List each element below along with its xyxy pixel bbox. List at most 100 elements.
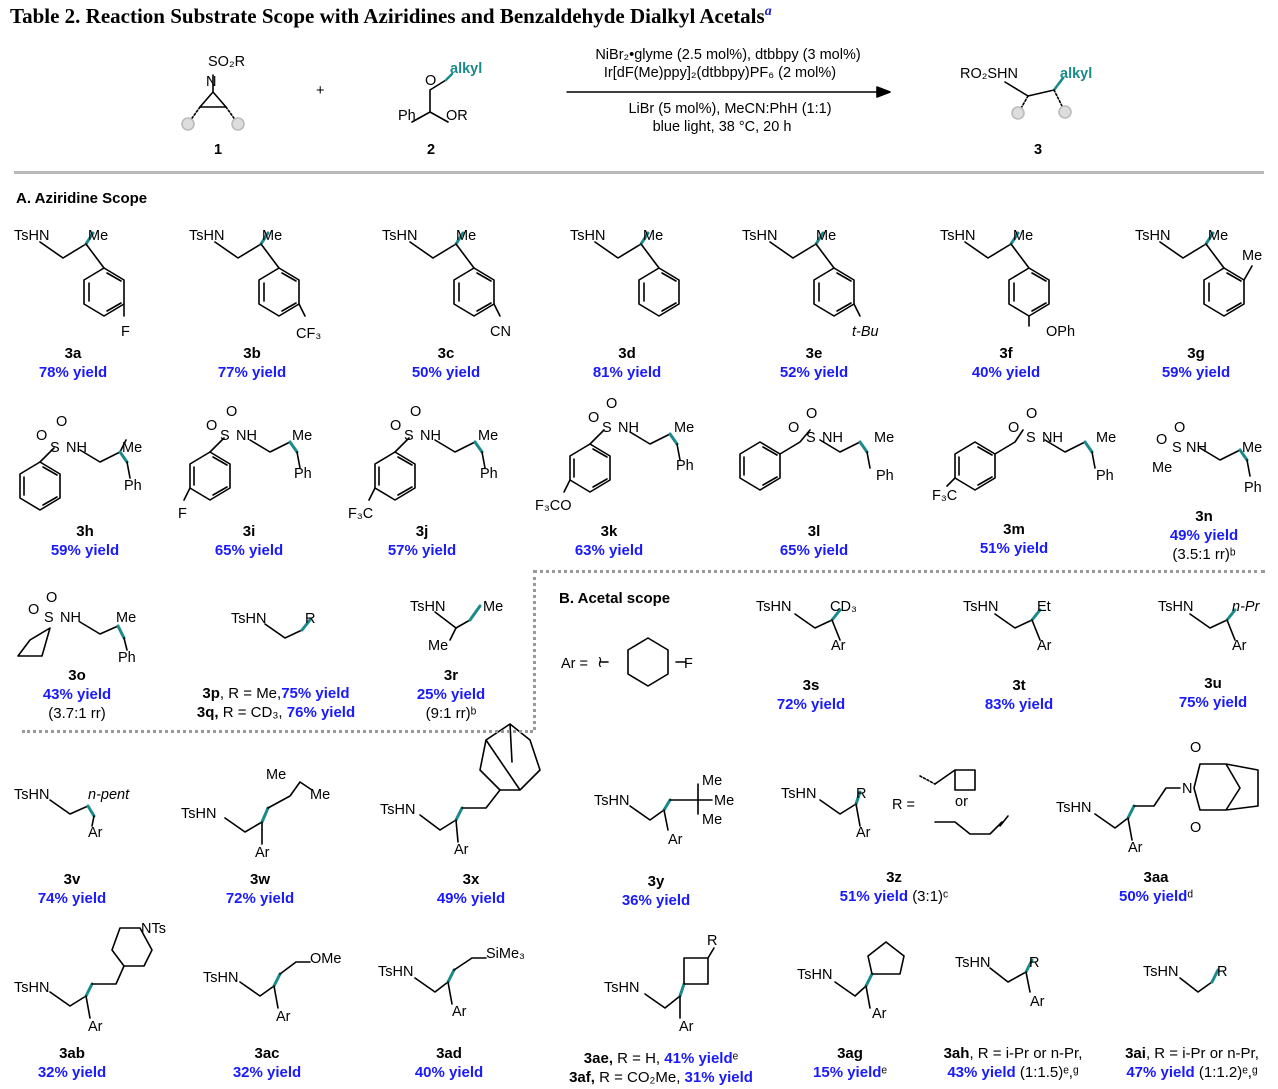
label-r: R (707, 933, 718, 949)
label-me: Me (1013, 228, 1034, 244)
label-r: R (1029, 955, 1040, 971)
label-o: O (206, 418, 218, 434)
conditions-line-2: Ir[dF(Me)ppy]₂(dtbbpy)PF₆ (2 mol%) (603, 65, 837, 81)
label-me: Me (874, 430, 895, 446)
label-r: R (305, 611, 316, 627)
label-nh: NH (618, 420, 639, 436)
compound-3ai: 3ai, R = i-Pr or n-Pr, 47% yield (1:1.2)… (1125, 1045, 1259, 1081)
label-tshn: TsHN (14, 787, 50, 803)
label-ar: Ar (831, 638, 846, 654)
label-me: Me (816, 228, 837, 244)
label-o: O (1190, 740, 1202, 756)
label-ar: Ar (454, 842, 469, 858)
label-o: O (1174, 420, 1186, 436)
label-f: F (178, 506, 187, 522)
label-s: S (44, 610, 54, 626)
atom-so2r: SO₂R (208, 54, 246, 70)
label-o: O (28, 602, 40, 618)
label-tshn: TsHN (181, 806, 217, 822)
label-ph: Ph (1244, 480, 1262, 496)
label-ar: Ar (856, 825, 871, 841)
label-me: Me (456, 228, 477, 244)
ar-definition-label: Ar = (561, 656, 588, 672)
label-f3c: F₃C (932, 488, 958, 504)
label-or: or (955, 794, 968, 810)
label-o: O (36, 428, 48, 444)
label-o: O (788, 420, 800, 436)
label-tshn: TsHN (380, 802, 416, 818)
label-s: S (1172, 440, 1182, 456)
label-o: O (390, 418, 402, 434)
label-me: Me (643, 228, 664, 244)
label-ph: Ph (1096, 468, 1114, 484)
atom-ro2shn: RO₂SHN (960, 66, 1018, 82)
label-ph: Ph (876, 468, 894, 484)
label-me: Me (1208, 228, 1229, 244)
label-ar: Ar (668, 832, 683, 848)
wavy-bond-icon: ≀ (597, 654, 603, 671)
ar-definition-f: F (684, 656, 693, 672)
label-nh: NH (236, 428, 257, 444)
atom-o: O (425, 73, 437, 89)
label-me: Me (116, 610, 137, 626)
label-nts: NTs (141, 921, 166, 937)
label-o: O (606, 396, 618, 412)
label-me: Me (1242, 440, 1263, 456)
label-me: Me (266, 767, 287, 783)
label-nh: NH (60, 610, 81, 626)
product-alkyl: alkyl (1060, 66, 1093, 82)
label-o: O (56, 414, 68, 430)
label-tshn: TsHN (1056, 800, 1092, 816)
label-npent: n-pent (88, 787, 130, 803)
label-o: O (46, 590, 58, 606)
label-ph: Ph (294, 466, 312, 482)
plus-sign: + (316, 83, 325, 99)
label-nh: NH (420, 428, 441, 444)
label-tshn: TsHN (14, 980, 50, 996)
compound-3ah: 3ah, R = i-Pr or n-Pr, 43% yield (1:1.5)… (943, 1045, 1083, 1081)
label-tshn: TsHN (203, 970, 239, 986)
atom-alkyl: alkyl (450, 61, 483, 77)
compound-2-label: 2 (427, 142, 436, 158)
label-tshn: TsHN (940, 228, 976, 244)
label-ar: Ar (1128, 840, 1143, 856)
section-b-heading: B. Acetal scope (559, 590, 671, 607)
label-ar: Ar (452, 1004, 467, 1020)
label-me: Me (428, 638, 449, 654)
label-et: Et (1037, 599, 1051, 615)
label-tshn: TsHN (14, 228, 50, 244)
conditions-line-1: NiBr₂•glyme (2.5 mol%), dtbbpy (3 mol%) (595, 47, 861, 63)
label-ar: Ar (88, 1019, 103, 1035)
label-tshn: TsHN (955, 955, 991, 971)
label-oph: OPh (1046, 324, 1076, 340)
label-f: F (121, 324, 130, 340)
section-separator (533, 570, 1265, 573)
label-tshn: TsHN (781, 786, 817, 802)
label-ph: Ph (676, 458, 694, 474)
label-nh: NH (1042, 430, 1063, 446)
label-cf3: CF₃ (296, 326, 322, 342)
label-tshn: TsHN (604, 980, 640, 996)
label-me: Me (1242, 248, 1263, 264)
section-separator (533, 570, 536, 730)
label-s: S (1026, 430, 1036, 446)
label-ar: Ar (679, 1019, 694, 1035)
label-nh: NH (66, 440, 87, 456)
